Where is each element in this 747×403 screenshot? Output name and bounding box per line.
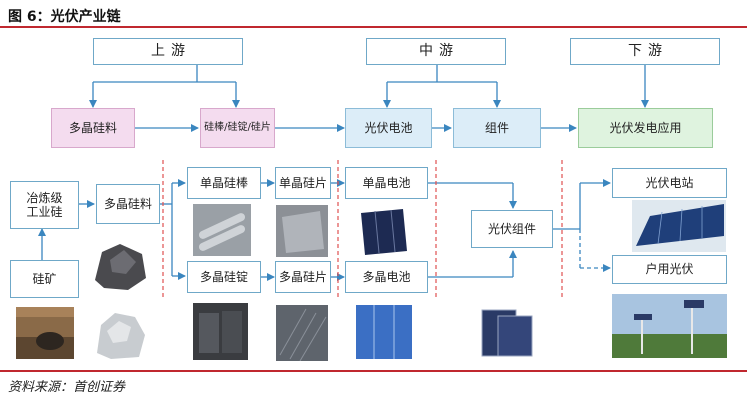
top-rule <box>0 26 747 28</box>
pv-power-station: 光伏电站 <box>612 168 727 198</box>
stage-downstream: 下游 <box>570 38 720 65</box>
mono-rod-image <box>193 204 251 256</box>
quartz-rock-image <box>93 305 147 360</box>
multi-ingot-image <box>193 303 248 360</box>
top-cell: 光伏电池 <box>345 108 432 148</box>
mono-rod: 单晶硅棒 <box>187 167 261 199</box>
bottom-rule <box>0 370 747 372</box>
mono-wafer-image <box>276 205 328 257</box>
mono-wafer: 单晶硅片 <box>275 167 331 199</box>
multi-cell-image <box>356 305 412 359</box>
residential-pv: 户用光伏 <box>612 255 727 284</box>
silicon-ore: 硅矿 <box>10 260 79 298</box>
top-rod-ingot-wafer: 硅棒/硅锭/硅片 <box>200 108 275 148</box>
pv-module: 光伏组件 <box>471 210 553 248</box>
pv-module-image <box>478 306 534 358</box>
silicon-mine-image <box>16 307 74 359</box>
stage-upstream: 上游 <box>93 38 243 65</box>
silicon-ore-rock-image <box>90 240 150 292</box>
metallurgical-silicon: 冶炼级工业硅 <box>10 181 79 229</box>
mono-cell-image <box>357 205 411 257</box>
stage-midstream: 中游 <box>366 38 506 65</box>
detail-polysilicon: 多晶硅料 <box>96 184 160 224</box>
mono-cell: 单晶电池 <box>345 167 428 199</box>
power-station-image <box>632 200 726 252</box>
top-polysilicon: 多晶硅料 <box>51 108 135 148</box>
multi-wafer: 多晶硅片 <box>275 261 331 293</box>
source-note: 资料来源：首创证券 <box>8 380 126 395</box>
top-application: 光伏发电应用 <box>578 108 713 148</box>
multi-cell: 多晶电池 <box>345 261 428 293</box>
residential-pv-image <box>612 294 727 358</box>
figure-title: 图 6：光伏产业链 <box>8 9 121 25</box>
multi-ingot: 多晶硅锭 <box>187 261 261 293</box>
top-module: 组件 <box>453 108 541 148</box>
multi-wafer-image <box>276 305 328 361</box>
